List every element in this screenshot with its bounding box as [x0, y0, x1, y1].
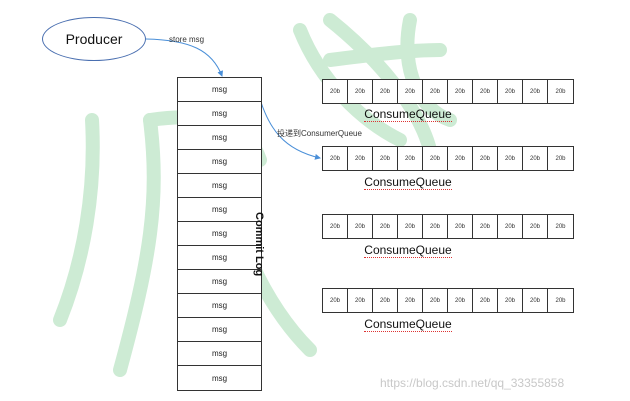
commit-log-title: Commit Log	[253, 212, 265, 277]
commit-log-cell: msg	[178, 150, 261, 174]
consume-queue-cell: 20b	[448, 289, 473, 312]
consume-queue-cell: 20b	[373, 215, 398, 238]
commit-log-cell: msg	[178, 174, 261, 198]
consume-queue-label-text: ConsumeQueue	[364, 175, 452, 190]
consume-queue-cell: 20b	[473, 80, 498, 103]
commit-log-cell: msg	[178, 78, 261, 102]
consume-queue-cell: 20b	[348, 147, 373, 170]
consume-queue-cell: 20b	[423, 147, 448, 170]
consume-queue-label-text: ConsumeQueue	[364, 107, 452, 122]
consume-queue-label: ConsumeQueue	[322, 317, 494, 332]
consume-queue-cell: 20b	[373, 289, 398, 312]
consume-queue-cell: 20b	[398, 147, 423, 170]
consume-queue-cell: 20b	[373, 147, 398, 170]
dispatch-arrow	[257, 91, 321, 160]
commit-log-cell: msg	[178, 126, 261, 150]
consume-queue-cell: 20b	[323, 147, 348, 170]
consume-queue-cell: 20b	[498, 147, 523, 170]
consume-queue-cell: 20b	[423, 215, 448, 238]
consume-queue-cell: 20b	[398, 80, 423, 103]
consume-queue-cell: 20b	[348, 215, 373, 238]
footer-url: https://blog.csdn.net/qq_33355858	[380, 376, 565, 390]
producer-node: Producer	[42, 17, 146, 61]
consume-queue-cell: 20b	[448, 147, 473, 170]
consume-queue-label-text: ConsumeQueue	[364, 243, 452, 258]
commit-log-cell: msg	[178, 294, 261, 318]
store-msg-label: store msg	[169, 35, 205, 44]
consume-queue-cell: 20b	[448, 80, 473, 103]
consume-queue-cell: 20b	[555, 88, 566, 95]
consume-queue-cell: 20b	[498, 215, 523, 238]
commit-log-cell: msg	[178, 198, 261, 222]
commit-log-cell: msg	[178, 246, 261, 270]
consume-queue-label-text: ConsumeQueue	[364, 317, 452, 332]
consume-queue-cell: 20b	[348, 80, 373, 103]
commit-log-cell: msg	[178, 342, 261, 366]
commit-log-cell: msg	[178, 318, 261, 342]
consume-queue-cell: 20b	[473, 215, 498, 238]
consume-queue-cell: 20b	[398, 215, 423, 238]
consume-queue-cell: 20b	[423, 289, 448, 312]
consume-queue-cell: 20b	[423, 80, 448, 103]
consume-queue-label: ConsumeQueue	[322, 175, 494, 190]
consume-queue-cell: 20b	[523, 289, 548, 312]
consume-queue-cell: 20b	[498, 80, 523, 103]
producer-label: Producer	[65, 31, 123, 47]
consume-queue-label: ConsumeQueue	[322, 107, 494, 122]
consume-queue-cell: 20b	[323, 289, 348, 312]
consume-queue-label: ConsumeQueue	[322, 243, 494, 258]
consume-queue-cell: 20b	[555, 223, 566, 230]
consume-queue-cell: 20b	[323, 80, 348, 103]
consume-queue-cell: 20b	[523, 147, 548, 170]
consume-queue-cell: 20b	[473, 289, 498, 312]
dispatch-label: 投递到ConsumerQueue	[277, 129, 362, 138]
commit-log-cell: msg	[178, 222, 261, 246]
consume-queue-cell: 20b	[448, 215, 473, 238]
consume-queue-cell: 20b	[498, 289, 523, 312]
consume-queue-cell: 20b	[523, 215, 548, 238]
consume-queue-cell: 20b	[373, 80, 398, 103]
store-arrow	[145, 38, 224, 77]
consume-queue-cell: 20b	[398, 289, 423, 312]
commit-log-cell: msg	[211, 373, 228, 383]
consume-queue-cell: 20b	[555, 297, 566, 304]
consume-queue-cell: 20b	[555, 155, 566, 162]
consume-queue-cell: 20b	[523, 80, 548, 103]
consume-queue-cell: 20b	[473, 147, 498, 170]
commit-log-cell: msg	[178, 102, 261, 126]
consume-queue-cell: 20b	[323, 215, 348, 238]
commit-log-cell: msg	[178, 270, 261, 294]
consume-queue-cell: 20b	[348, 289, 373, 312]
